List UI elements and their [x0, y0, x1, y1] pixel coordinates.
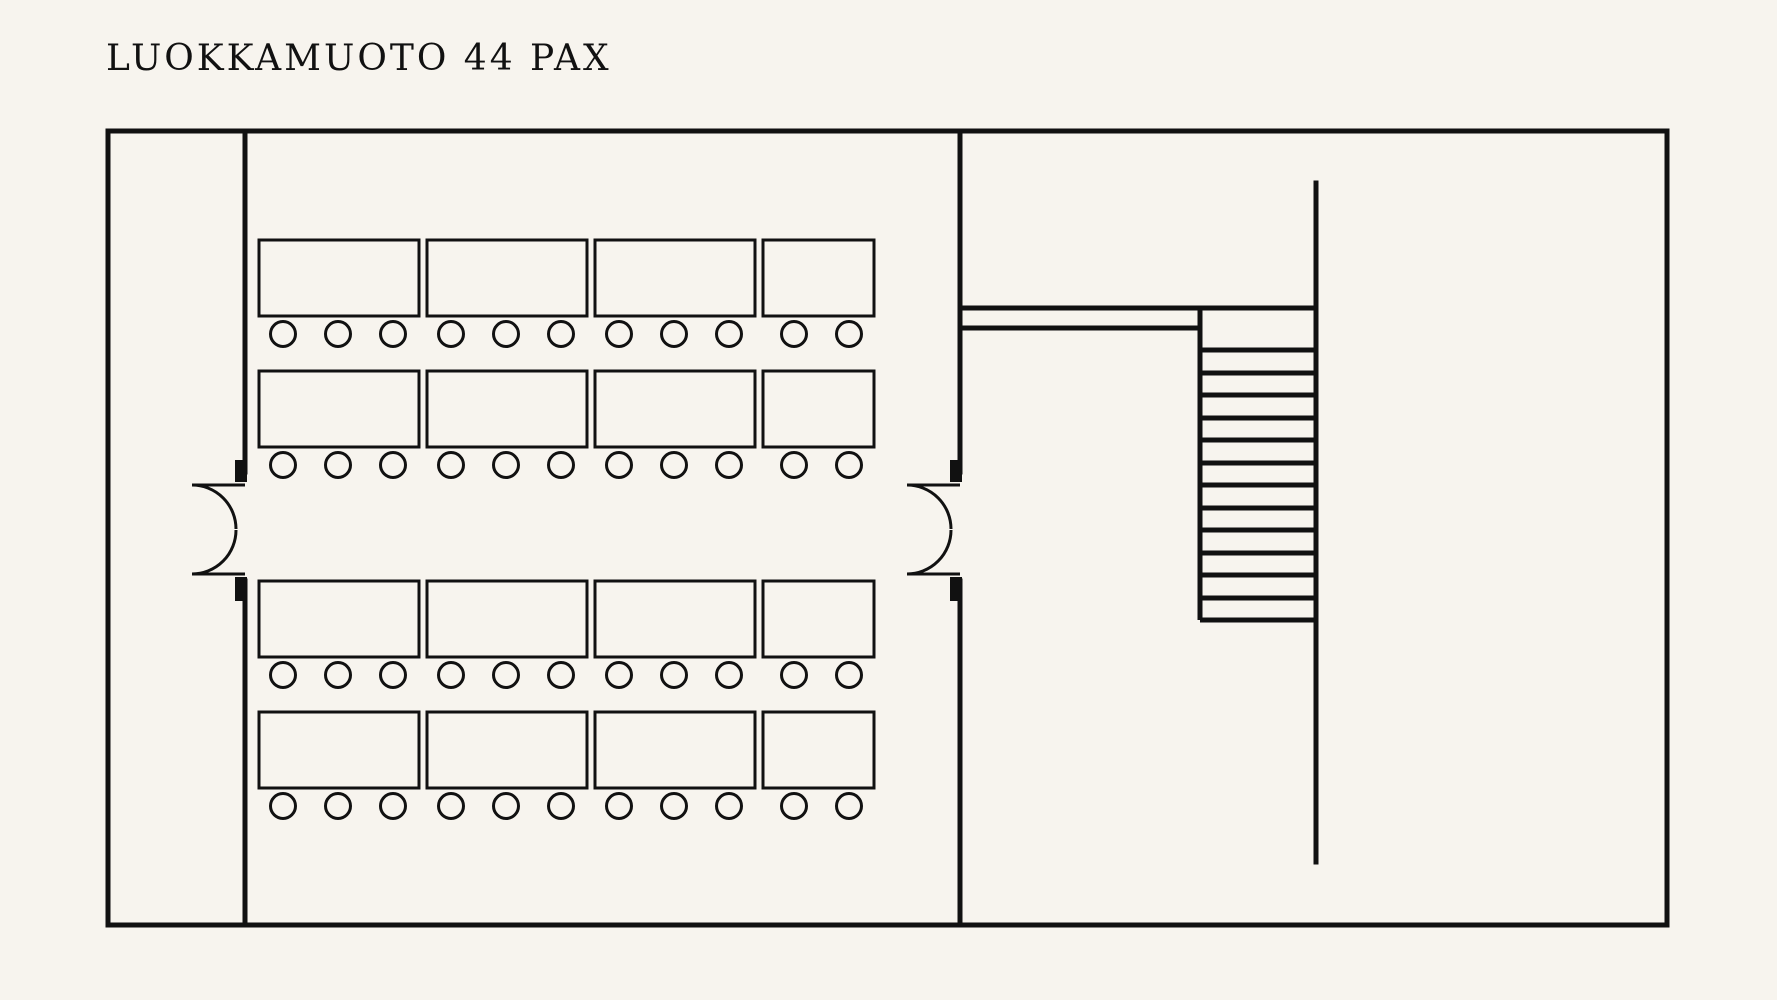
table	[425, 710, 589, 790]
chair	[547, 451, 575, 479]
chair	[324, 661, 352, 689]
chair	[715, 661, 743, 689]
chair	[492, 661, 520, 689]
chair	[437, 451, 465, 479]
table	[761, 369, 876, 449]
chair	[492, 320, 520, 348]
chair	[547, 320, 575, 348]
door-middle	[906, 483, 960, 576]
chair	[379, 792, 407, 820]
chair	[660, 661, 688, 689]
chair	[660, 320, 688, 348]
chair	[715, 320, 743, 348]
chair	[269, 320, 297, 348]
table	[593, 579, 757, 659]
chair	[780, 320, 808, 348]
table	[761, 710, 876, 790]
chair	[437, 320, 465, 348]
chair	[660, 451, 688, 479]
table	[257, 579, 421, 659]
page-title: LUOKKAMUOTO 44 PAX	[106, 38, 612, 79]
chair	[605, 792, 633, 820]
chair	[324, 792, 352, 820]
table	[257, 710, 421, 790]
table	[425, 238, 589, 318]
chair	[715, 792, 743, 820]
chair	[492, 792, 520, 820]
seating	[257, 238, 876, 820]
table	[425, 369, 589, 449]
chair	[835, 661, 863, 689]
chair	[379, 451, 407, 479]
staircase-railing	[960, 305, 1316, 331]
chair	[379, 320, 407, 348]
table	[761, 238, 876, 318]
table	[257, 238, 421, 318]
table	[257, 369, 421, 449]
chair	[547, 661, 575, 689]
chair	[547, 792, 575, 820]
chair	[715, 451, 743, 479]
chair	[835, 792, 863, 820]
chair	[780, 792, 808, 820]
outer-wall	[105, 128, 1670, 928]
chair	[780, 451, 808, 479]
chair	[269, 792, 297, 820]
chair	[269, 451, 297, 479]
table	[425, 579, 589, 659]
chair	[379, 661, 407, 689]
table	[761, 579, 876, 659]
chair	[324, 320, 352, 348]
chair	[324, 451, 352, 479]
table	[593, 710, 757, 790]
chair	[835, 451, 863, 479]
door-jambs	[235, 460, 962, 601]
chair	[835, 320, 863, 348]
chair	[437, 792, 465, 820]
chair	[437, 661, 465, 689]
door-left	[191, 483, 245, 576]
walls	[105, 128, 1670, 928]
table	[593, 238, 757, 318]
chair	[269, 661, 297, 689]
chair	[605, 320, 633, 348]
table	[593, 369, 757, 449]
chair	[605, 451, 633, 479]
chair	[780, 661, 808, 689]
staircase-steps	[1200, 347, 1316, 601]
chair	[605, 661, 633, 689]
chair	[492, 451, 520, 479]
chair	[660, 792, 688, 820]
